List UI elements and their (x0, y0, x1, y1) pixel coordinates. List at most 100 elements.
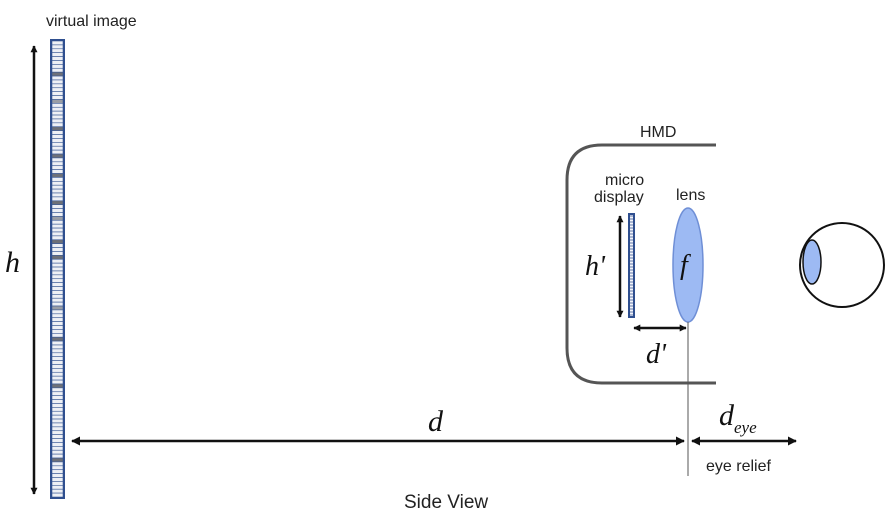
virtual-image-pixel (51, 216, 64, 221)
virtual-image-pixel (51, 434, 64, 439)
h-prime-symbol: h' (585, 251, 606, 282)
virtual-image-pixel (51, 282, 64, 287)
virtual-image-pixel (51, 274, 64, 280)
hmd-label: HMD (640, 124, 676, 141)
side-view-caption: Side View (404, 492, 488, 513)
virtual-image-pixel (51, 485, 64, 490)
virtual-image-pixel (51, 247, 64, 252)
virtual-image-pixel (51, 239, 64, 244)
virtual-image-pixel (51, 488, 64, 494)
virtual-image-pixel (51, 457, 64, 463)
virtual-image-pixel (51, 391, 64, 396)
virtual-image-pixel (51, 352, 64, 357)
virtual-image-pixel (51, 481, 64, 486)
virtual-image-pixel (51, 286, 64, 291)
virtual-image-pixel (51, 161, 64, 167)
virtual-image-pixel (51, 208, 64, 213)
virtual-image-pixel (51, 477, 64, 482)
virtual-image-pixel (51, 48, 64, 53)
virtual-image-pixel (51, 40, 64, 46)
virtual-image-pixel (51, 449, 64, 455)
h-symbol: h (5, 246, 20, 279)
virtual-image-pixel (51, 83, 64, 89)
eye-relief-label: eye relief (706, 458, 771, 475)
virtual-image-pixel (51, 438, 64, 443)
virtual-image-pixel (51, 79, 64, 85)
d-prime-symbol: d' (646, 339, 667, 370)
virtual-image-pixel (51, 184, 64, 190)
virtual-image-pixel (51, 325, 64, 330)
virtual-image-pixel (51, 430, 64, 435)
virtual-image-pixel (51, 313, 64, 319)
virtual-image-outline (50, 39, 65, 499)
virtual-image-pixel (51, 368, 64, 373)
virtual-image-pixel (51, 473, 64, 478)
virtual-image-pixel (51, 145, 64, 151)
virtual-image-pixel (51, 426, 64, 432)
virtual-image-pixel (51, 165, 64, 170)
virtual-image-pixel (51, 469, 64, 474)
virtual-image-pixel (51, 52, 64, 57)
micro-display (628, 213, 635, 318)
virtual-image-pixel (51, 297, 64, 303)
virtual-image-pixel (51, 204, 64, 209)
virtual-image-pixel (51, 44, 64, 50)
virtual-image-pixel (51, 407, 64, 412)
micro-display-label-line2: display (594, 189, 644, 206)
virtual-image-pixel (51, 177, 64, 182)
virtual-image-pixel (51, 305, 64, 311)
virtual-image-pixel (51, 181, 64, 186)
virtual-image-pixel (51, 492, 64, 498)
virtual-image-pixel (51, 235, 64, 241)
virtual-image-pixel (51, 200, 64, 205)
virtual-image-pixel (51, 106, 64, 112)
virtual-image-pixel (51, 157, 64, 163)
d-eye-symbol: deye (719, 399, 757, 437)
virtual-image-pixel (51, 375, 64, 381)
virtual-image-pixel (51, 309, 64, 315)
virtual-image-pixel (51, 99, 64, 104)
virtual-image-pixel (51, 348, 64, 354)
virtual-image-pixel (51, 91, 64, 96)
virtual-image-pixel (51, 344, 64, 350)
virtual-image-pixel (51, 153, 64, 159)
eye-pupil (802, 239, 822, 285)
virtual-image-pixel (51, 142, 64, 147)
virtual-image-label: virtual image (46, 13, 137, 30)
virtual-image-pixel (51, 329, 64, 334)
virtual-image-pixel (51, 465, 64, 471)
virtual-image-pixel (51, 227, 64, 233)
virtual-image-pixel (51, 192, 64, 198)
virtual-image-pixel (51, 364, 64, 369)
virtual-image-pixel (51, 71, 64, 77)
virtual-image-pixel (51, 333, 64, 338)
d-symbol: d (428, 405, 444, 438)
virtual-image-pixel (51, 223, 64, 229)
virtual-image-pixel (51, 110, 64, 116)
virtual-image-pixel (51, 258, 64, 264)
virtual-image-pixel (51, 173, 64, 178)
virtual-image-pixel (51, 414, 64, 420)
virtual-image-pixel (51, 356, 64, 361)
virtual-image-pixel (51, 301, 64, 307)
virtual-image-pixel (51, 134, 64, 139)
virtual-image-pixel (51, 410, 64, 416)
virtual-image-pixel (51, 255, 64, 260)
virtual-image-pixel (51, 336, 64, 342)
virtual-image-pixel (51, 387, 64, 393)
d-eye-subscript: eye (734, 418, 757, 437)
virtual-image-pixel (51, 262, 64, 268)
virtual-image-pixel (51, 278, 64, 283)
virtual-image-pixel (51, 317, 64, 322)
virtual-image-pixel (51, 290, 64, 295)
virtual-image-pixel (51, 379, 64, 385)
virtual-image-pixel (51, 371, 64, 377)
virtual-image-pixel (51, 231, 64, 237)
virtual-image-pixel (51, 403, 64, 408)
virtual-image-pixel (51, 212, 64, 217)
virtual-image-pixel (51, 130, 64, 135)
virtual-image-pixel (51, 399, 64, 404)
virtual-image-pixel (51, 383, 64, 389)
virtual-image-pixel (51, 340, 64, 346)
